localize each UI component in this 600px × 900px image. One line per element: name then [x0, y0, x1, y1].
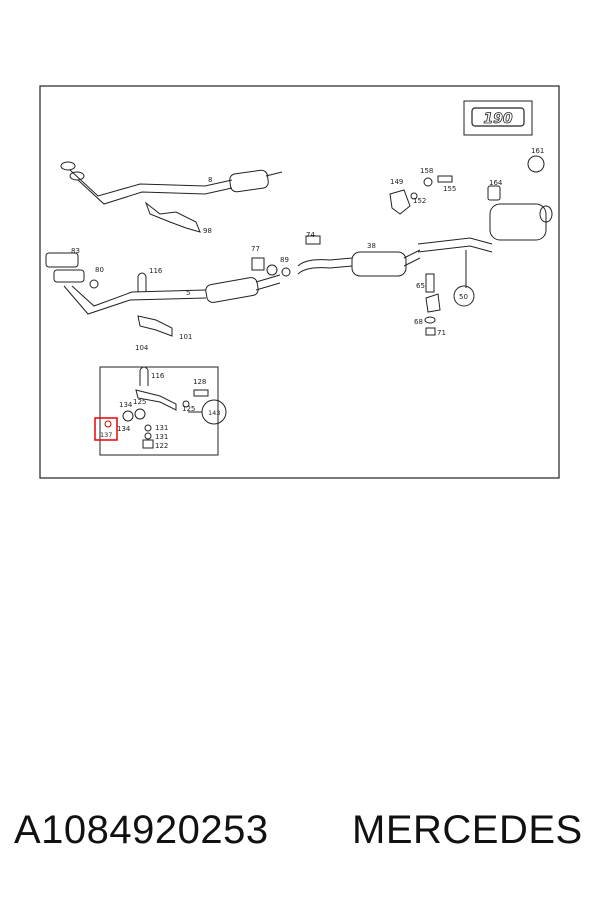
rear-pipe: [417, 203, 553, 288]
rubber-161: [527, 155, 545, 173]
callout-labels: 8 98 83 80 116 5 104 101 77 89 74 38 149…: [71, 147, 544, 450]
bracket-98: [144, 201, 201, 233]
inset-washer-131b: [144, 432, 152, 440]
exhaust-system-diagram: 190: [39, 85, 560, 479]
callout-label: 98: [203, 227, 212, 235]
gasket-80: [89, 279, 99, 289]
callout-label: 83: [71, 247, 80, 255]
inset-bracket: [135, 389, 177, 411]
inset-washer-131a: [144, 424, 152, 432]
inset-washer-125: [182, 400, 190, 408]
callout-label: 128: [193, 378, 206, 386]
hanger-149: [389, 189, 411, 215]
clamp-65: [425, 293, 441, 313]
callout-label: 152: [413, 197, 426, 205]
callout-label: 131: [155, 424, 168, 432]
washer-68: [424, 316, 436, 324]
callout-label: 89: [280, 256, 289, 264]
bracket-101: [137, 315, 173, 337]
callout-label: 116: [151, 372, 165, 380]
inset-part-137: [104, 420, 112, 428]
front-pipe-lower: [45, 252, 281, 315]
part-number: A1084920253: [14, 808, 269, 852]
callout-circle-50: [453, 285, 475, 307]
bolt-65: [425, 273, 435, 293]
rubber-164: [487, 185, 501, 201]
callout-label: 125: [133, 398, 146, 406]
callout-label: 71: [437, 329, 446, 337]
callout-label: 155: [443, 185, 456, 193]
nut-158: [423, 177, 433, 187]
clamp-116: [137, 272, 147, 292]
diagram-border: [39, 85, 560, 479]
inset-bolt-128: [193, 389, 209, 397]
callout-label: 65: [416, 282, 425, 290]
callout-label: 116: [149, 267, 163, 275]
front-pipe-upper: [60, 161, 283, 205]
callout-label: 134: [119, 401, 133, 409]
brand-name: MERCEDES: [352, 808, 583, 852]
callout-label: 5: [186, 289, 190, 297]
callout-label: 74: [306, 231, 315, 239]
callout-label: 104: [135, 344, 149, 352]
callout-label: 125: [182, 405, 195, 413]
callout-label: 80: [95, 266, 104, 274]
inset-bush-125: [134, 408, 146, 420]
callout-label: 137: [100, 431, 112, 439]
callout-label: 77: [251, 245, 260, 253]
callout-label: 158: [420, 167, 433, 175]
inset-nut-122: [142, 439, 154, 449]
callout-label: 161: [531, 147, 544, 155]
callout-label: 134: [117, 425, 131, 433]
inset-clamp-116: [139, 366, 149, 386]
center-pipe: [251, 235, 421, 277]
nut-71: [425, 327, 436, 336]
callout-label: 38: [367, 242, 376, 250]
model-badge-text: 190: [483, 111, 512, 127]
callout-label: 131: [155, 433, 168, 441]
washer-152: [410, 192, 418, 200]
inset-bush-134: [122, 410, 134, 422]
bolt-155: [437, 175, 453, 183]
model-badge: 190: [463, 100, 533, 136]
callout-label: 50: [459, 293, 468, 301]
footer: A1084920253 MERCEDES: [0, 800, 600, 870]
callout-label: 68: [414, 318, 423, 326]
callout-label: 149: [390, 178, 403, 186]
highlight-box-137: [94, 417, 118, 441]
callout-label: 122: [155, 442, 168, 450]
detail-inset: [99, 366, 219, 456]
callout-label: 143: [208, 409, 220, 417]
callout-label: 101: [179, 333, 192, 341]
callout-label: 164: [489, 179, 503, 187]
callout-label: 8: [208, 176, 212, 184]
